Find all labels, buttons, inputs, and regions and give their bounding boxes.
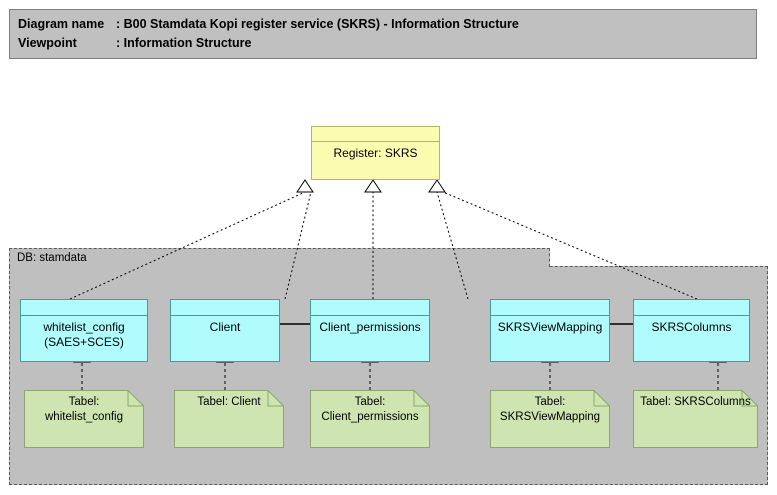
node-client-permissions-label: Client_permissions (319, 320, 421, 334)
node-client-band (171, 300, 279, 316)
note-tabel-skrscolumns[interactable]: Tabel: SKRSColumns (633, 390, 758, 448)
realization-arrowhead-center (364, 179, 382, 193)
diagram-name-separator: : (116, 17, 124, 31)
node-register-skrs-band (312, 127, 439, 142)
note-tabel-skrsviewmapping-label: Tabel: SKRSViewMapping (499, 396, 601, 423)
node-client-label: Client (209, 320, 241, 334)
note-tabel-whitelist-config[interactable]: Tabel: whitelist_config (24, 390, 144, 448)
group-db-stamdata-label: DB: stamdata (17, 252, 87, 264)
node-skrsviewmapping[interactable]: SKRSViewMapping (490, 299, 610, 362)
node-whitelist-config-label: whitelist_config (SAES+SCES) (43, 320, 125, 349)
note-tabel-skrsviewmapping[interactable]: Tabel: SKRSViewMapping (490, 390, 610, 448)
node-client-permissions[interactable]: Client_permissions (310, 299, 430, 362)
note-shape-icon (490, 390, 610, 448)
note-tabel-client-permissions-label: Tabel: Client_permissions (321, 396, 419, 423)
node-skrsviewmapping-label: SKRSViewMapping (497, 320, 603, 334)
viewpoint-separator: : (116, 36, 124, 50)
diagram-title-block: Diagram name: B00 Stamdata Kopi register… (9, 9, 757, 59)
note-shape-icon (24, 390, 144, 448)
node-register-skrs-label: Register: SKRS (333, 146, 418, 160)
node-whitelist-config[interactable]: whitelist_config (SAES+SCES) (20, 299, 148, 362)
group-db-stamdata-tab: DB: stamdata (9, 248, 550, 267)
node-skrsviewmapping-band (491, 300, 609, 316)
node-whitelist-config-band (21, 300, 147, 316)
viewpoint-value: Information Structure (123, 36, 252, 50)
realization-arrowhead-left (296, 179, 314, 193)
note-shape-icon (633, 390, 758, 448)
node-client[interactable]: Client (170, 299, 280, 362)
note-tabel-client-permissions[interactable]: Tabel: Client_permissions (310, 390, 430, 448)
node-client-permissions-band (311, 300, 429, 316)
node-skrscolumns-band (634, 300, 749, 316)
viewpoint-line: Viewpoint: Information Structure (18, 34, 756, 53)
note-shape-icon (174, 390, 284, 448)
group-db-stamdata[interactable]: DB: stamdata (9, 248, 768, 485)
note-shape-icon (310, 390, 430, 448)
note-tabel-skrscolumns-label: Tabel: SKRSColumns (640, 396, 751, 408)
note-tabel-whitelist-config-label: Tabel: whitelist_config (45, 396, 123, 423)
diagram-name-line: Diagram name: B00 Stamdata Kopi register… (18, 15, 756, 34)
realization-arrowhead-right (428, 179, 446, 193)
diagram-name-label: Diagram name (18, 17, 105, 31)
node-skrscolumns-label: SKRSColumns (651, 320, 732, 334)
node-register-skrs[interactable]: Register: SKRS (311, 126, 440, 180)
node-skrscolumns[interactable]: SKRSColumns (633, 299, 750, 362)
note-tabel-client-label: Tabel: Client (197, 396, 261, 408)
diagram-name-value: B00 Stamdata Kopi register service (SKRS… (123, 17, 519, 31)
viewpoint-label: Viewpoint (18, 36, 77, 50)
note-tabel-client[interactable]: Tabel: Client (174, 390, 284, 448)
